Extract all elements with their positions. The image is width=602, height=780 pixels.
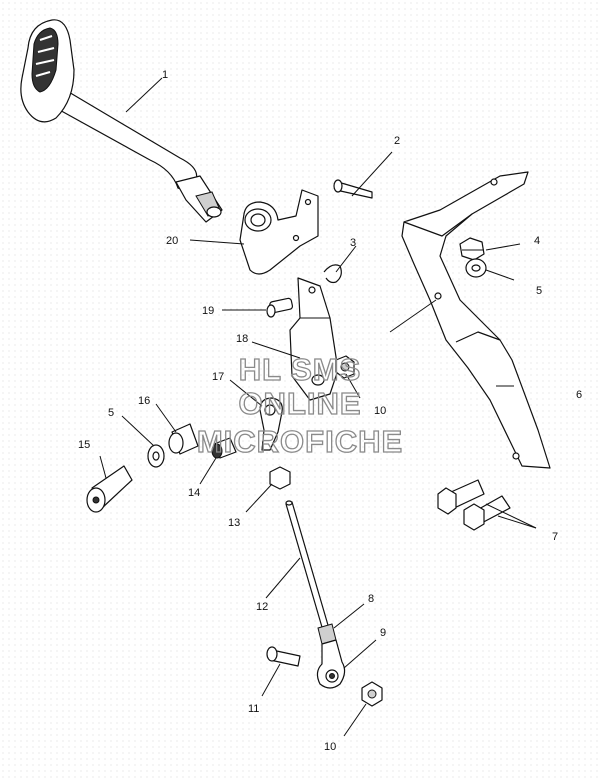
callout-18: 18 (236, 333, 248, 345)
callout-3: 3 (350, 237, 356, 249)
callout-10b: 10 (324, 741, 336, 753)
callout-5a: 5 (108, 407, 114, 419)
callout-9: 9 (380, 627, 386, 639)
callout-16: 16 (138, 395, 150, 407)
callout-20: 20 (166, 235, 178, 247)
bushing (168, 423, 199, 455)
bolt-11 (266, 646, 301, 667)
callout-2: 2 (394, 135, 400, 147)
watermark-line-2: ONLINE (238, 386, 361, 421)
pivot-bracket-plate (239, 189, 319, 275)
callout-14: 14 (188, 487, 200, 499)
brake-rod (285, 500, 331, 635)
callout-6: 6 (576, 389, 582, 401)
nut-lower (361, 681, 383, 707)
bracket-bolts (437, 479, 511, 531)
spring-clip (323, 264, 342, 284)
bolt-19 (266, 297, 294, 318)
washer-left (147, 444, 165, 468)
callout-5b: 5 (536, 285, 542, 297)
nut-4 (459, 237, 485, 261)
watermark-line-3: MICROFICHE (197, 424, 403, 459)
nut-13 (269, 466, 291, 490)
clevis-pin (333, 179, 373, 199)
callout-7: 7 (552, 531, 558, 543)
callout-10a: 10 (374, 405, 386, 417)
callout-19: 19 (202, 305, 214, 317)
brake-pedal-arm (20, 19, 223, 223)
callouts: 1 2 3 4 5 5 6 7 8 9 10 10 11 12 13 14 15… (78, 69, 582, 753)
watermark-line-1: HL SMS (239, 352, 362, 387)
spacer (211, 437, 237, 459)
callout-17: 17 (212, 371, 224, 383)
pivot-bolt (86, 465, 133, 513)
rod-end (259, 397, 283, 451)
lever-bracket (289, 277, 339, 401)
mounting-bracket (401, 171, 551, 469)
callout-13: 13 (228, 517, 240, 529)
callout-1: 1 (162, 69, 168, 81)
leader-lines (99, 77, 537, 737)
nut-upper (335, 355, 355, 379)
lower-rod-end (316, 639, 346, 689)
callout-8: 8 (368, 593, 374, 605)
watermark: HL SMS ONLINE MICROFICHE (196, 351, 403, 459)
washer-right (465, 258, 487, 278)
callout-11: 11 (248, 703, 259, 715)
callout-4: 4 (534, 235, 540, 247)
callout-12: 12 (256, 601, 268, 613)
callout-15: 15 (78, 439, 90, 451)
